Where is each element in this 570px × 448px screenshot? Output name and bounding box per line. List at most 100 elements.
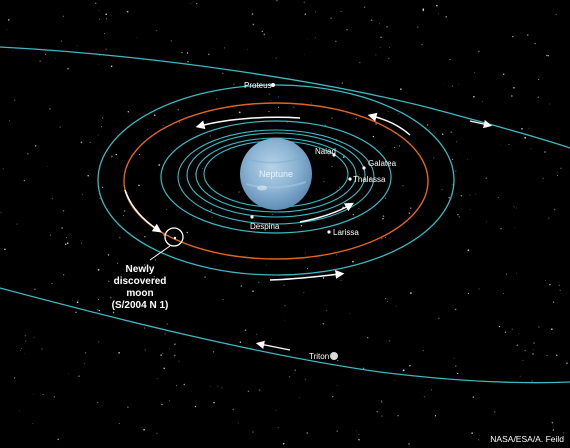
star <box>382 215 385 218</box>
star <box>87 174 89 177</box>
star <box>451 85 454 87</box>
star <box>204 276 206 278</box>
star <box>156 378 158 379</box>
star <box>72 300 74 302</box>
naiad-moon <box>332 153 336 157</box>
star <box>332 396 334 398</box>
star <box>127 111 129 113</box>
star <box>386 301 388 302</box>
star <box>162 125 164 127</box>
star <box>170 40 172 42</box>
star <box>434 132 436 133</box>
star <box>355 117 357 120</box>
star <box>500 227 502 230</box>
star <box>384 146 386 148</box>
star <box>178 360 180 362</box>
star <box>322 323 324 325</box>
star <box>251 13 254 15</box>
star <box>84 363 85 365</box>
star <box>26 152 29 155</box>
star <box>422 9 424 12</box>
star <box>154 259 157 261</box>
star <box>244 329 247 332</box>
star <box>538 326 540 328</box>
star <box>277 427 279 428</box>
star <box>25 340 27 342</box>
star <box>109 296 112 299</box>
star <box>304 54 306 55</box>
star <box>224 47 226 49</box>
star <box>156 30 158 31</box>
star <box>516 207 517 209</box>
star <box>323 181 325 183</box>
star <box>436 4 438 7</box>
star <box>423 395 426 398</box>
star <box>504 331 507 333</box>
star <box>177 109 179 111</box>
star <box>408 443 410 445</box>
star <box>400 88 402 90</box>
star <box>380 36 382 38</box>
star <box>331 165 333 167</box>
star <box>376 411 378 413</box>
star <box>405 151 407 153</box>
star <box>551 421 554 424</box>
star <box>110 65 113 68</box>
star <box>102 117 104 119</box>
star <box>381 401 383 403</box>
star <box>511 328 513 330</box>
star <box>528 127 530 129</box>
star <box>76 45 78 47</box>
star <box>68 373 69 375</box>
star <box>277 96 279 98</box>
star <box>358 208 360 209</box>
star <box>202 168 204 170</box>
star <box>232 408 234 411</box>
star <box>358 433 360 435</box>
star <box>335 40 337 43</box>
star <box>190 3 192 5</box>
star <box>105 18 107 20</box>
star <box>94 2 97 4</box>
star <box>240 190 242 192</box>
star <box>271 214 273 215</box>
star <box>98 10 100 11</box>
star <box>268 93 271 96</box>
star <box>494 411 496 413</box>
star <box>97 134 99 136</box>
star <box>379 46 381 48</box>
star <box>337 359 339 362</box>
star <box>549 283 551 286</box>
star <box>97 401 99 403</box>
star <box>78 375 80 377</box>
star <box>258 389 261 391</box>
star <box>519 375 521 377</box>
star <box>169 347 171 349</box>
star <box>516 344 519 347</box>
star <box>474 193 476 195</box>
star <box>386 26 388 28</box>
star <box>65 236 68 239</box>
star <box>558 284 560 286</box>
star <box>213 401 215 404</box>
star <box>195 2 198 5</box>
star <box>445 16 447 18</box>
despina-label: Despina <box>250 222 280 231</box>
star <box>34 288 36 290</box>
star <box>138 184 140 187</box>
star <box>481 101 483 103</box>
star <box>514 227 516 229</box>
star <box>23 180 25 182</box>
star <box>467 158 468 160</box>
star <box>176 385 178 387</box>
star <box>232 192 234 194</box>
star <box>187 60 189 63</box>
star <box>467 249 470 252</box>
star <box>160 354 163 356</box>
star <box>256 333 258 336</box>
star <box>246 254 248 256</box>
star <box>183 383 185 386</box>
star <box>11 50 13 52</box>
star <box>7 19 10 21</box>
